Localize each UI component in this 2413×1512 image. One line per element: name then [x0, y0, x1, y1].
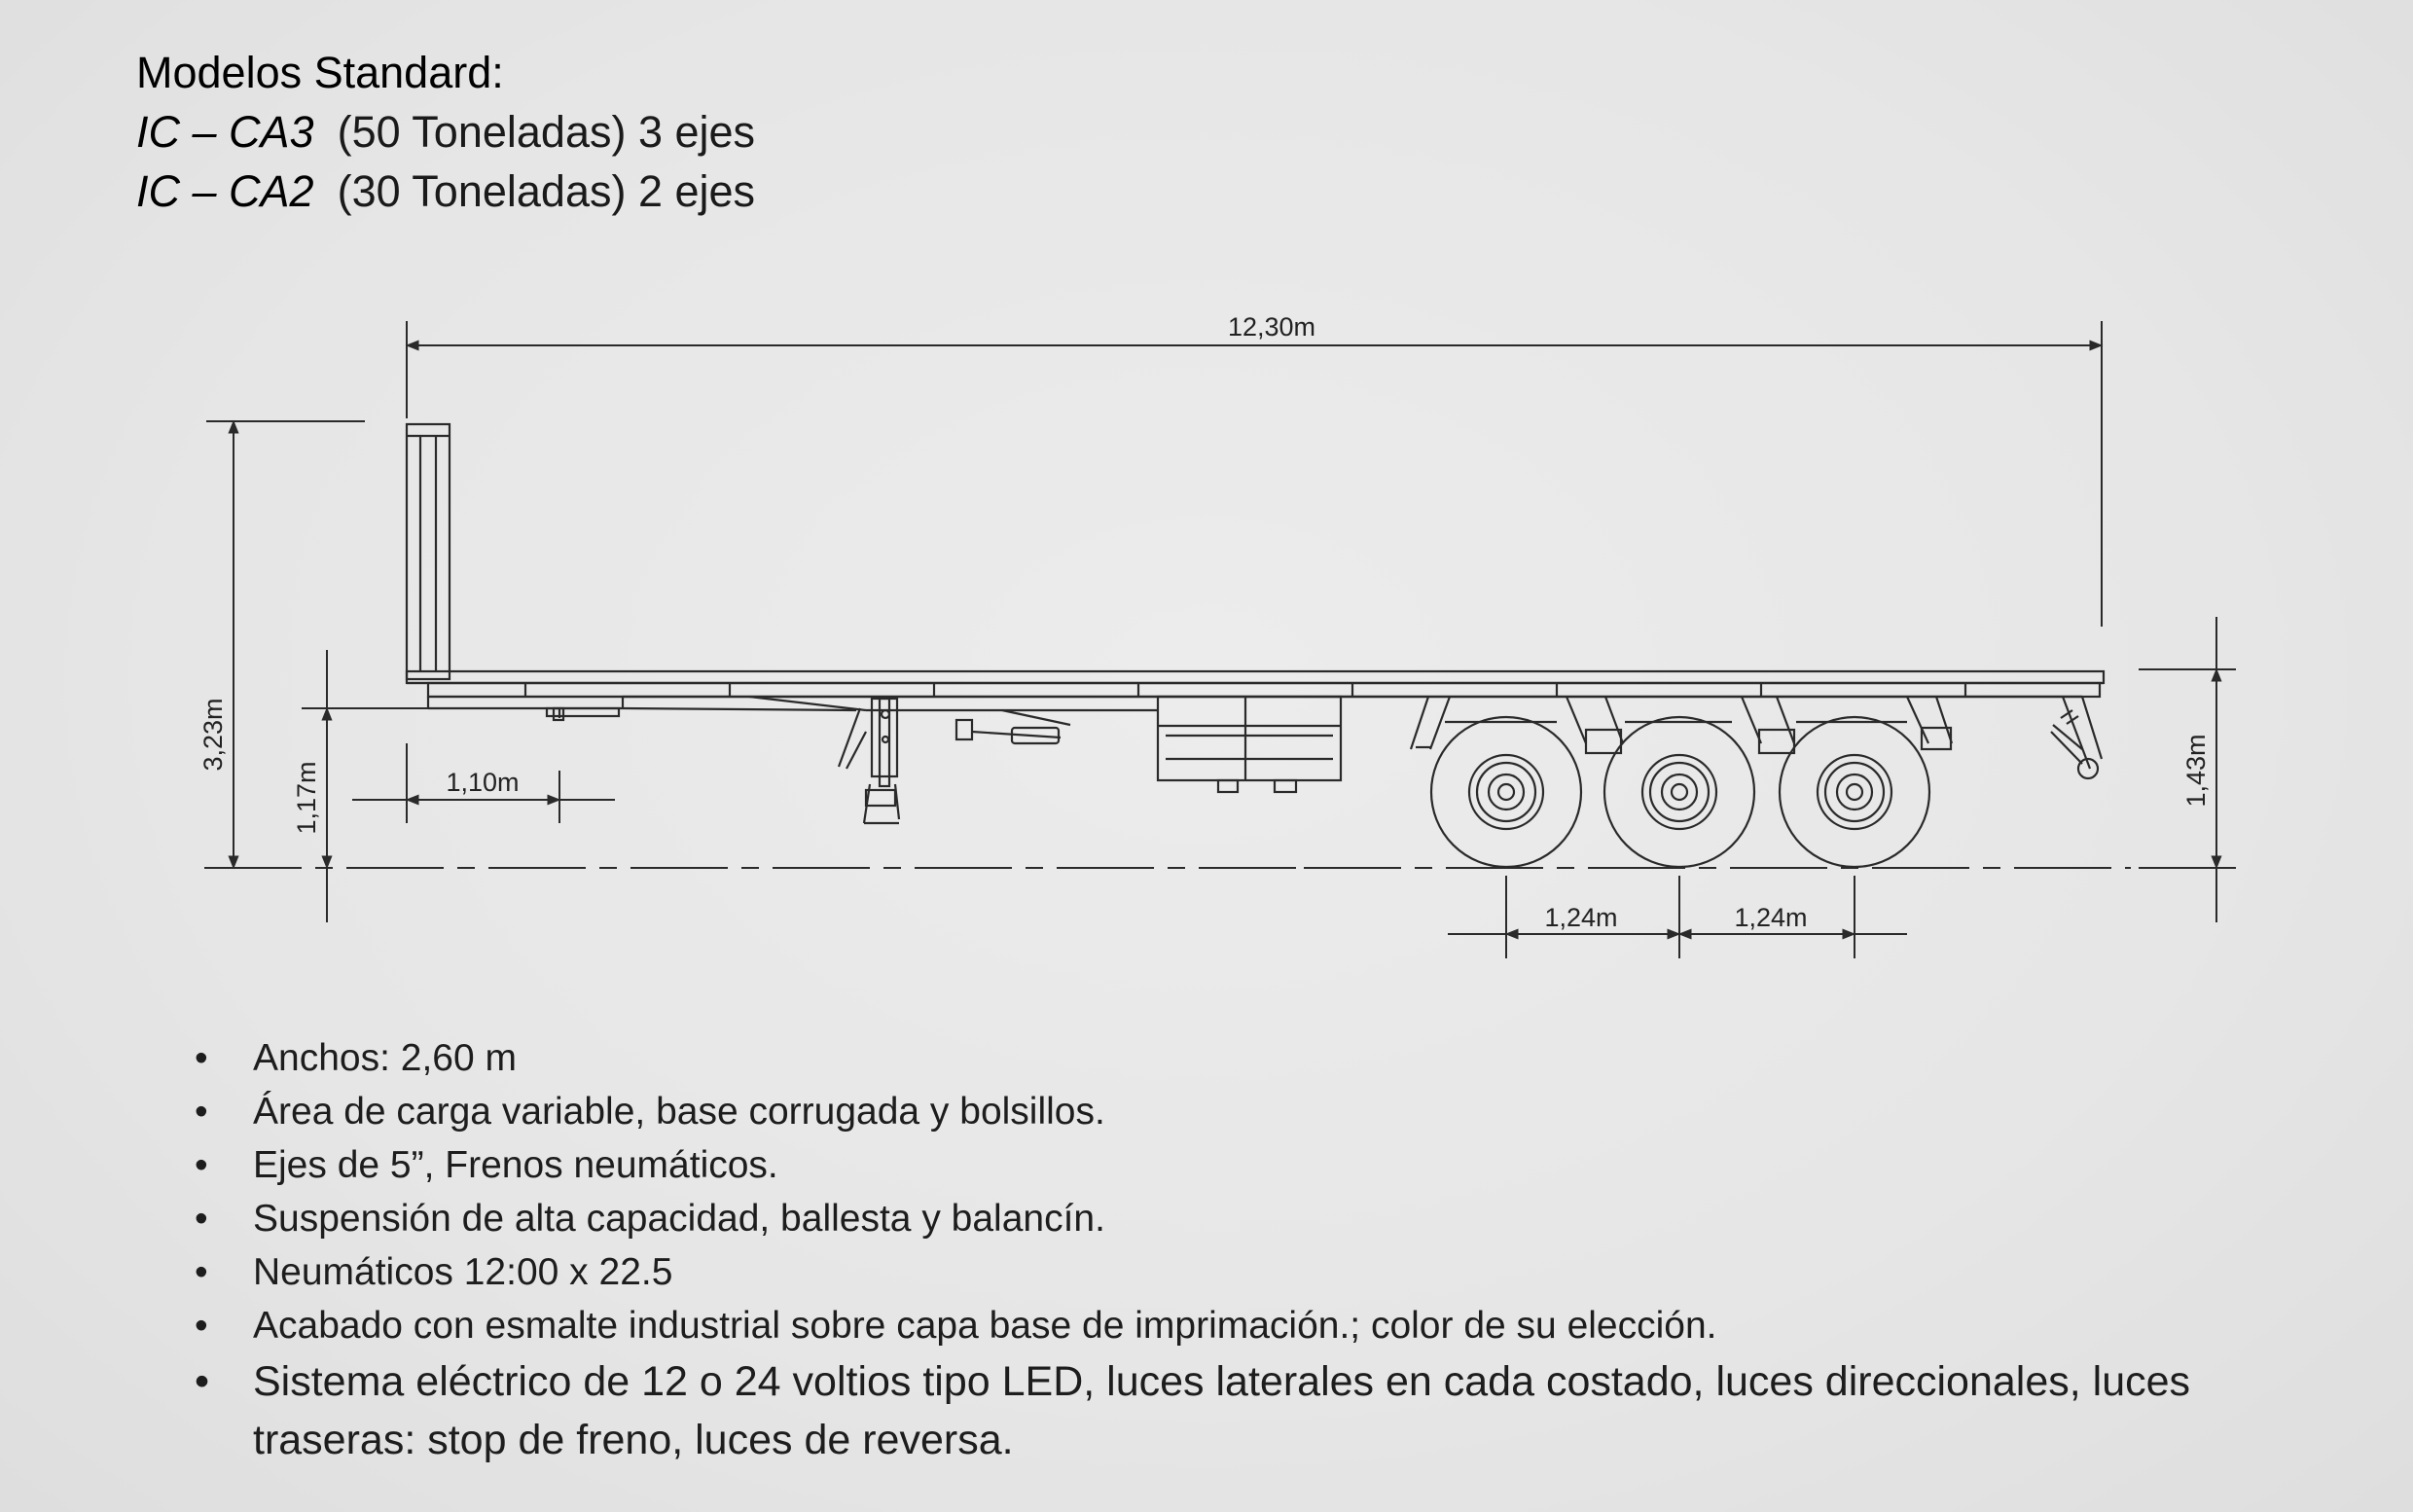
- feature-text: Acabado con esmalte industrial sobre cap…: [253, 1305, 1717, 1347]
- dimension-axle-spacing-label: 1,24m: [1734, 903, 1807, 932]
- bullet: •: [195, 1091, 208, 1133]
- feature-text: Neumáticos 12:00 x 22.5: [253, 1251, 673, 1293]
- dimension-kingpin-height-label: 1,17m: [292, 761, 321, 834]
- feature-item: • Área de carga variable, base corrugada …: [195, 1085, 2296, 1138]
- bullet: •: [195, 1198, 208, 1240]
- bullet: •: [195, 1358, 210, 1405]
- header-title: Modelos Standard:: [136, 48, 504, 97]
- feature-text: Ejes de 5”, Frenos neumáticos.: [253, 1144, 778, 1186]
- landing-gear: [837, 697, 901, 825]
- dimension-axle-spacing-label: 1,24m: [1544, 903, 1617, 932]
- wheel-2: [1603, 715, 1756, 869]
- bullet: •: [195, 1305, 208, 1347]
- model-description: (50 Toneladas) 3 ejes: [337, 107, 756, 157]
- deck: [405, 669, 2106, 685]
- feature-item: • Acabado con esmalte industrial sobre ca…: [195, 1299, 2296, 1352]
- model-line-1: IC – CA3 (50 Toneladas) 3 ejes: [136, 102, 755, 162]
- bullet: •: [195, 1037, 208, 1079]
- feature-item: • Ejes de 5”, Frenos neumáticos.: [195, 1138, 2296, 1192]
- dimension-length-label: 12,30m: [1228, 312, 1315, 342]
- feature-text: Área de carga variable, base corrugada y…: [253, 1091, 1105, 1133]
- feature-item: • Anchos: 2,60 m: [195, 1031, 2296, 1085]
- headboard: [405, 422, 451, 681]
- feature-item: • Suspensión de alta capacidad, ballesta …: [195, 1192, 2296, 1245]
- rear-bumper: [2050, 696, 2104, 780]
- bullet: •: [195, 1251, 208, 1293]
- dimension-kingpin-offset-label: 1,10m: [446, 768, 519, 797]
- dimension-lines: [206, 321, 2236, 958]
- trailer-structure: [405, 422, 2106, 869]
- trailer-side-view-diagram: 12,30m 3,23m 1,17m 1,10m 1,43m 1,24m 1,2…: [198, 312, 2236, 958]
- model-code: IC – CA3: [136, 107, 314, 157]
- model-code: IC – CA2: [136, 166, 314, 216]
- feature-text: Sistema eléctrico de 12 o 24 voltios tip…: [253, 1358, 2191, 1463]
- feature-item: • Neumáticos 12:00 x 22.5: [195, 1245, 2296, 1299]
- feature-text: Anchos: 2,60 m: [253, 1037, 517, 1079]
- tool-box: [1156, 695, 1343, 794]
- dimension-deck-height-label: 1,43m: [2181, 734, 2211, 807]
- features-list: • Anchos: 2,60 m • Área de carga variable,…: [195, 1031, 2296, 1469]
- bullet: •: [195, 1144, 208, 1186]
- feature-text: Suspensión de alta capacidad, ballesta y…: [253, 1198, 1105, 1240]
- feature-item: • Sistema eléctrico de 12 o 24 voltios ti…: [195, 1352, 2296, 1469]
- suspension: [1409, 696, 1954, 755]
- model-description: (30 Toneladas) 2 ejes: [337, 166, 756, 216]
- header: Modelos Standard: IC – CA3 (50 Toneladas)…: [136, 43, 755, 221]
- dimension-total-height-label: 3,23m: [198, 698, 228, 771]
- wheel-1: [1429, 715, 1583, 869]
- wheel-3: [1778, 715, 1931, 869]
- model-line-2: IC – CA2 (30 Toneladas) 2 ejes: [136, 162, 755, 221]
